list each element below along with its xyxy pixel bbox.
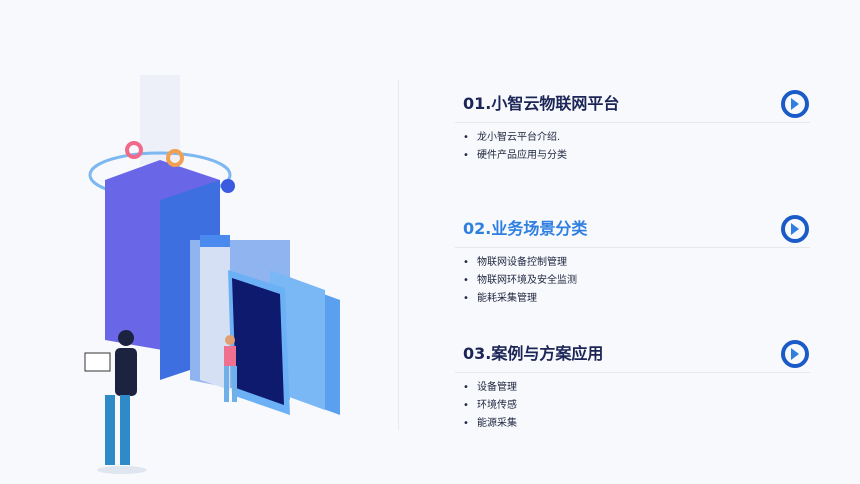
list-item[interactable]: •物联网环境及安全监测 <box>463 275 577 286</box>
list-item[interactable]: •物联网设备控制管理 <box>463 257 567 268</box>
list-item[interactable]: •能耗采集管理 <box>463 293 537 304</box>
section-title: 03.案例与方案应用 <box>463 344 604 363</box>
brand-logo-icon <box>781 215 809 243</box>
iot-server-illustration <box>60 70 360 484</box>
list-item[interactable]: •设备管理 <box>463 382 517 393</box>
list-item[interactable]: •硬件产品应用与分类 <box>463 150 567 161</box>
section-cases: 03.案例与方案应用 •设备管理 •环境传感 •能源采集 <box>455 340 810 433</box>
brand-logo-icon <box>781 90 809 118</box>
list-item[interactable]: •龙小智云平台介绍. <box>463 132 561 143</box>
section-platform: 01.小智云物联网平台 •龙小智云平台介绍. •硬件产品应用与分类 <box>455 90 810 165</box>
section-rule <box>455 122 810 123</box>
brand-logo-icon <box>781 340 809 368</box>
list-item[interactable]: •环境传感 <box>463 400 517 411</box>
section-title: 01.小智云物联网平台 <box>463 94 620 113</box>
section-rule <box>455 372 810 373</box>
divider <box>398 80 399 430</box>
section-rule <box>455 247 810 248</box>
list-item[interactable]: •能源采集 <box>463 418 517 429</box>
section-title: 02.业务场景分类 <box>463 219 588 238</box>
section-scenarios: 02.业务场景分类 •物联网设备控制管理 •物联网环境及安全监测 •能耗采集管理 <box>455 215 810 308</box>
